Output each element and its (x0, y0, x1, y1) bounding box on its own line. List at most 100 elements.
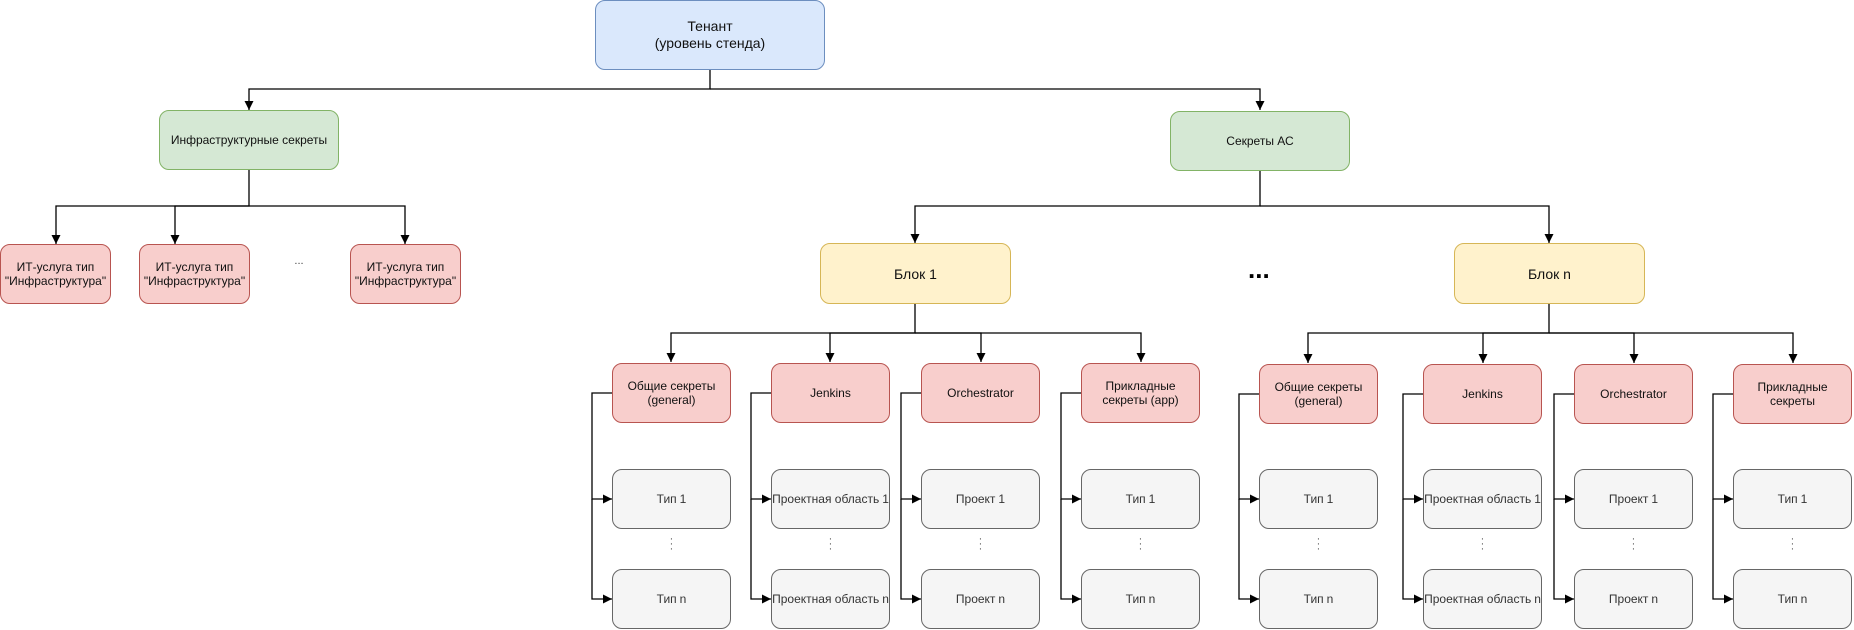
item-label: Проектная область (1424, 492, 1532, 506)
item-index: n (1148, 592, 1156, 606)
item-index: n (1534, 592, 1541, 606)
edge-category-itemn (591, 499, 612, 604)
edge-category-item1 (900, 392, 921, 504)
edge-b1-c3 (915, 332, 986, 362)
services-ellipsis: ... (294, 255, 304, 267)
item-label: Тип (1303, 592, 1324, 606)
item-index: n (998, 592, 1006, 606)
it-service-node: ИТ-услуга тип "Инфраструктура" (0, 244, 111, 304)
edge-category-itemn (1402, 499, 1423, 604)
edge-bn-c1 (1303, 304, 1550, 363)
category-label-line2: секреты (1770, 394, 1815, 408)
item-label: Проектная область (772, 492, 880, 506)
edge-category-itemn (1238, 499, 1259, 604)
item-index: n (1651, 592, 1659, 606)
category-node: Общие секреты(general) (612, 363, 731, 423)
edge-category-item1 (1712, 393, 1733, 504)
edge-infra-s3 (249, 205, 410, 244)
item-label: Тип (1125, 592, 1146, 606)
category-node: Jenkins (771, 363, 890, 423)
edge-category-itemn (1712, 499, 1733, 604)
item-label: Тип (1125, 492, 1146, 506)
as-secrets-label: Секреты АС (1226, 134, 1294, 148)
edge-category-item1 (750, 392, 771, 504)
category-label: Orchestrator (947, 386, 1014, 400)
edge-root-infra (244, 70, 711, 110)
category-node: Jenkins (1423, 364, 1542, 424)
category-label: Jenkins (1462, 387, 1503, 401)
it-service-line1: ИТ-услуга тип (366, 260, 445, 274)
edge-infra-s2 (170, 205, 249, 244)
edge-category-itemn (750, 499, 771, 604)
vertical-ellipsis: ··· (1790, 533, 1795, 555)
category-label: Прикладные (1757, 380, 1828, 394)
as-secrets-node: Секреты АС (1170, 111, 1350, 171)
category-label: Jenkins (810, 386, 851, 400)
vertical-ellipsis: ··· (1480, 533, 1485, 555)
item-label: Тип (656, 592, 677, 606)
vertical-ellipsis: ··· (1631, 533, 1636, 555)
edge-infra-s1 (51, 170, 250, 244)
item-index: n (679, 592, 687, 606)
edge-category-item1 (1060, 392, 1081, 504)
item-index: 1 (1534, 492, 1541, 506)
it-service-line1: ИТ-услуга тип (155, 260, 234, 274)
item-index: 1 (1326, 492, 1334, 506)
category-label: Orchestrator (1600, 387, 1667, 401)
vertical-ellipsis: ··· (1316, 533, 1321, 555)
item-index: 1 (882, 492, 889, 506)
block-node: Блок 1 (820, 243, 1011, 304)
edge-category-itemn (900, 499, 921, 604)
block-label: Блок 1 (894, 265, 937, 282)
blocks-ellipsis: ... (1248, 254, 1270, 284)
it-service-line2: "Инфраструктура" (143, 274, 246, 288)
category-node: Общие секреты(general) (1259, 364, 1378, 424)
category-label: Общие секреты (1274, 380, 1363, 394)
edge-root-as (710, 88, 1265, 110)
edge-as-blockn (1260, 205, 1554, 243)
category-label-line2: (general) (1294, 394, 1343, 408)
edge-category-item1 (591, 392, 612, 504)
item-label: Тип (1303, 492, 1324, 506)
category-label-line2: (general) (647, 393, 696, 407)
item-index: 1 (679, 492, 687, 506)
item-label: Проект (955, 592, 996, 606)
category-label-line2: секреты (app) (1102, 393, 1179, 407)
tenant-title: Тенант (687, 18, 733, 34)
block-node: Блок n (1454, 243, 1645, 304)
edge-bn-c3 (1549, 332, 1639, 363)
item-label: Тип (1777, 592, 1798, 606)
edge-bn-c4 (1549, 332, 1798, 363)
item-label: Тип (656, 492, 677, 506)
category-node: Orchestrator (1574, 364, 1693, 424)
it-service-node: ИТ-услуга тип "Инфраструктура" (139, 244, 250, 304)
infra-secrets-node: Инфраструктурные секреты (159, 110, 339, 170)
vertical-ellipsis: ··· (978, 533, 983, 555)
item-label: Проектная область (772, 592, 880, 606)
tenant-node: Тенант (уровень стенда) (595, 0, 825, 70)
edge-category-itemn (1060, 499, 1081, 604)
vertical-ellipsis: ··· (1138, 533, 1143, 555)
edge-b1-c2 (825, 332, 915, 362)
vertical-ellipsis: ··· (828, 533, 833, 555)
edge-b1-c1 (666, 304, 916, 362)
it-service-line2: "Инфраструктура" (4, 274, 107, 288)
edge-category-item1 (1553, 393, 1574, 504)
item-index: 1 (1651, 492, 1659, 506)
edge-b1-c4 (915, 332, 1146, 362)
item-label: Проектная область (1424, 592, 1532, 606)
block-label: Блок n (1528, 265, 1571, 282)
